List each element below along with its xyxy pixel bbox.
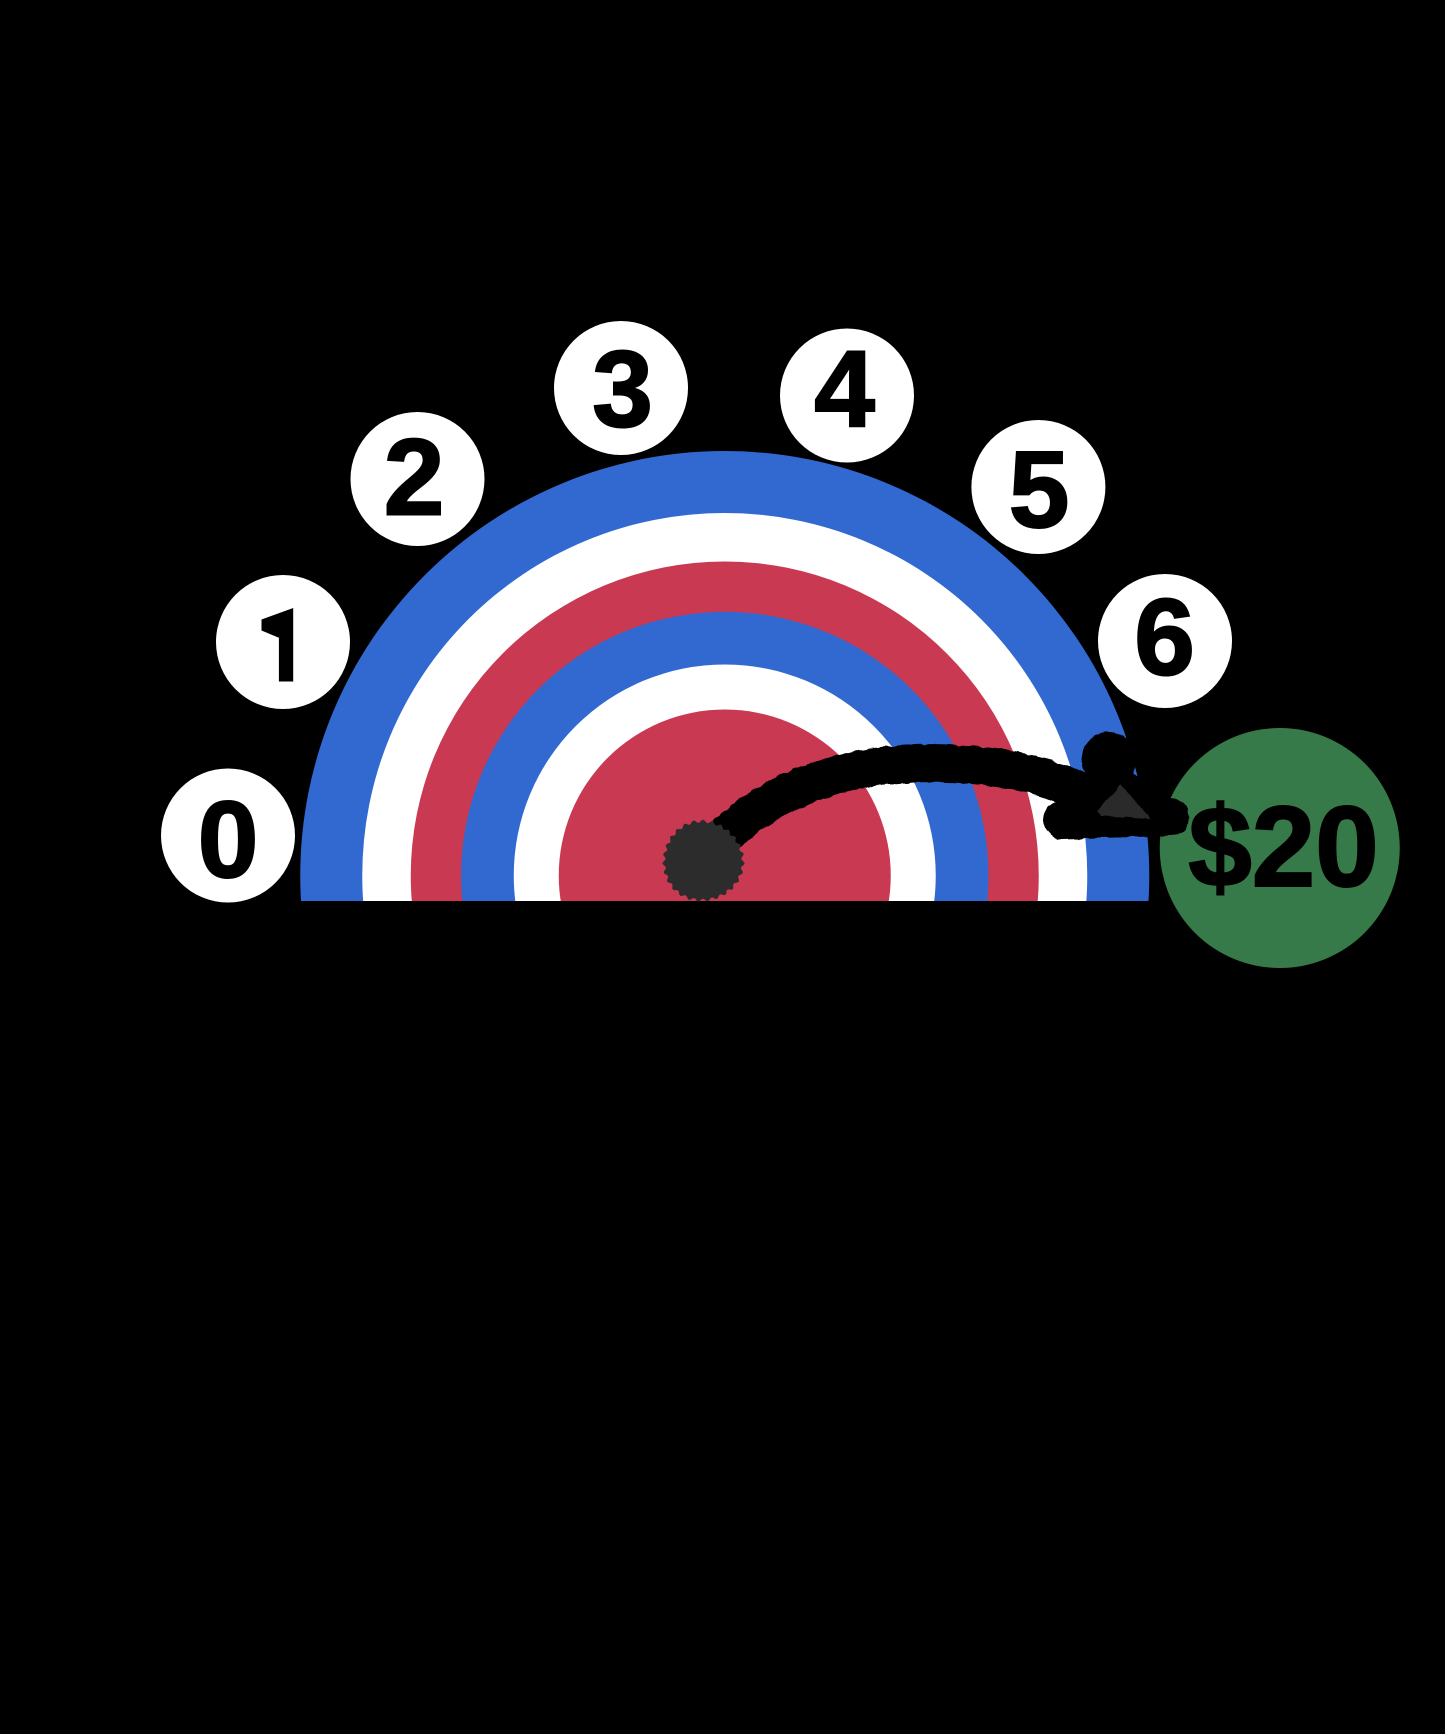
svg-text:0: 0 <box>198 779 259 901</box>
svg-text:3: 3 <box>592 329 653 451</box>
svg-text:$20: $20 <box>1188 784 1378 911</box>
svg-text:2: 2 <box>384 417 445 539</box>
svg-text:4: 4 <box>814 328 875 450</box>
svg-text:6: 6 <box>1134 577 1195 699</box>
svg-text:5: 5 <box>1009 429 1070 551</box>
